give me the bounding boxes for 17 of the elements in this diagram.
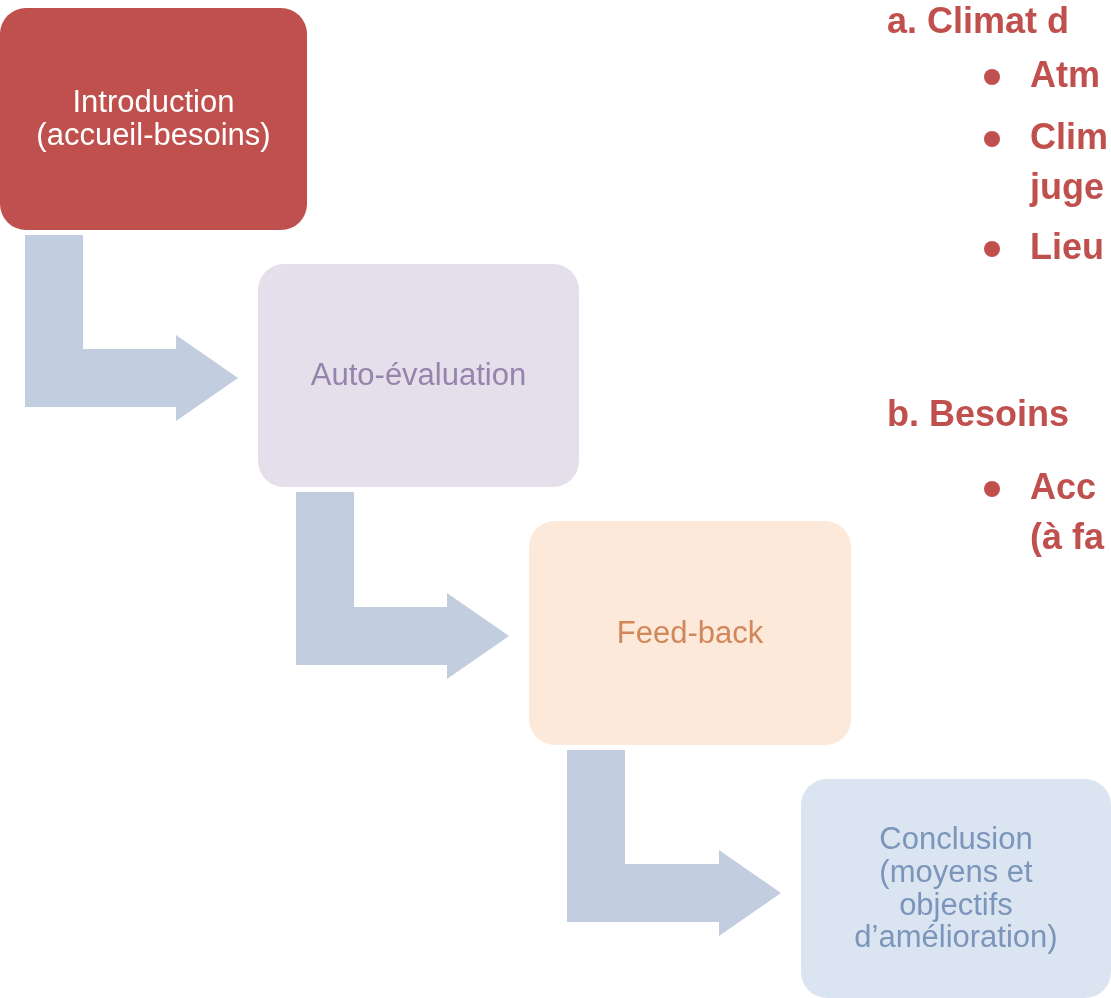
bent-arrow: [567, 750, 781, 936]
bullet-text: Atm: [1030, 53, 1100, 97]
bullet-text: Lieu: [1030, 225, 1104, 269]
step-label: Introduction (accueil-besoins): [35, 86, 272, 152]
bent-arrow: [296, 492, 509, 679]
step-label: Feed-back: [616, 616, 764, 650]
bullet-text: Acc (à fa: [1030, 465, 1106, 559]
section-heading: a. Climat d: [887, 0, 1070, 43]
step-box: [0, 8, 307, 230]
step-box: [529, 521, 851, 745]
bent-arrow: [25, 235, 238, 421]
section-heading: b. Besoins: [887, 392, 1070, 436]
step-box: [258, 264, 579, 487]
step-label: Conclusion (moyens et objectifs d’amélioration): [853, 823, 1059, 954]
step-label: Auto-évaluation: [310, 359, 527, 392]
bullet-text: Clim juge: [1030, 115, 1105, 209]
step-box: [801, 779, 1111, 998]
